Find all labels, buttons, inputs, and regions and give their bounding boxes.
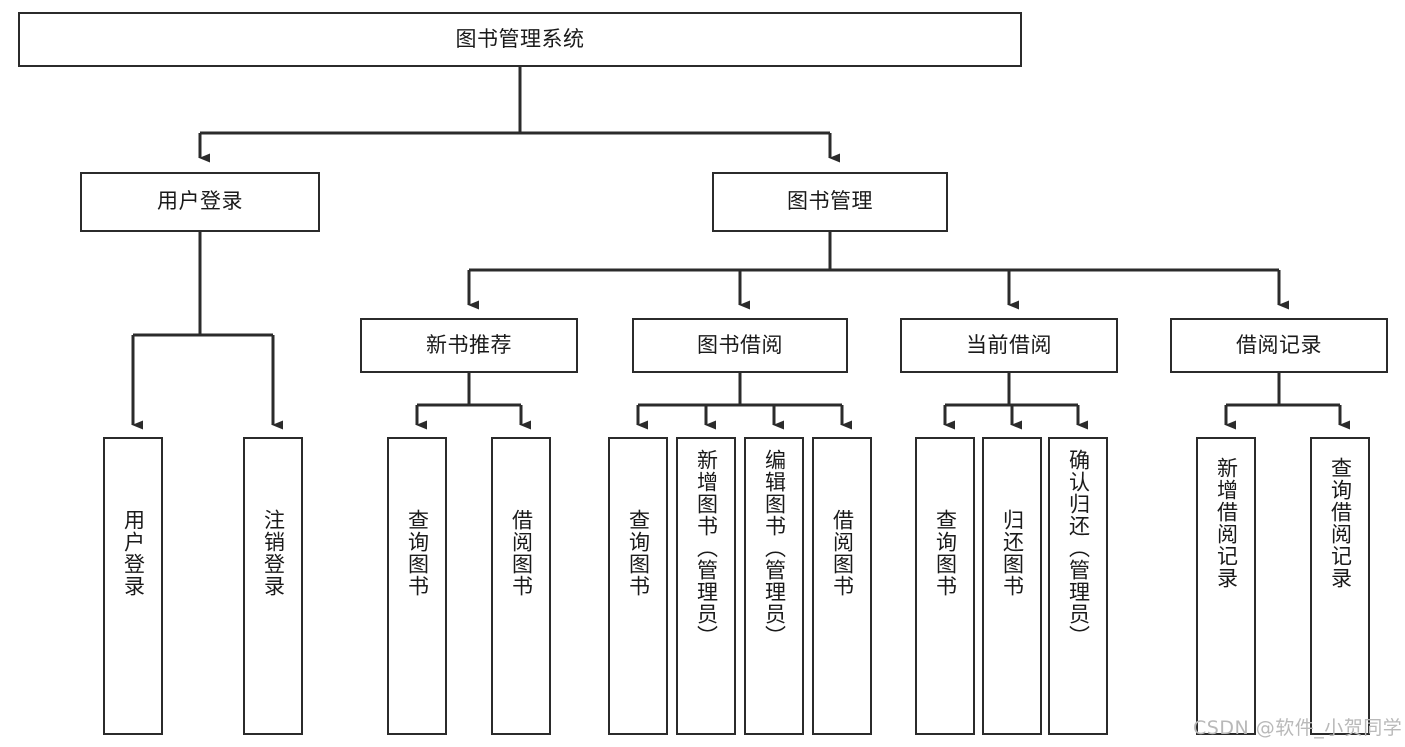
node-leaf-add-book-label: 新增图书（管理员） <box>694 449 719 647</box>
node-leaf-confirm-return[interactable]: 确认归还（管理员） <box>1048 437 1108 735</box>
node-leaf-query-book-3-label: 查询图书 <box>933 509 958 597</box>
node-leaf-query-borrow-record-label: 查询借阅记录 <box>1328 457 1353 589</box>
node-leaf-confirm-return-label: 确认归还（管理员） <box>1066 449 1091 647</box>
node-leaf-return-book[interactable]: 归还图书 <box>982 437 1042 735</box>
node-book-manage-label: 图书管理 <box>787 189 873 214</box>
node-leaf-borrow-book-1[interactable]: 借阅图书 <box>491 437 551 735</box>
node-leaf-query-book-1-label: 查询图书 <box>405 509 430 597</box>
node-leaf-borrow-book-1-label: 借阅图书 <box>509 509 534 597</box>
node-new-book-recommend[interactable]: 新书推荐 <box>360 318 578 373</box>
node-leaf-query-book-3[interactable]: 查询图书 <box>915 437 975 735</box>
node-leaf-user-login-label: 用户登录 <box>121 509 146 597</box>
node-book-borrow[interactable]: 图书借阅 <box>632 318 848 373</box>
node-leaf-edit-book[interactable]: 编辑图书（管理员） <box>744 437 804 735</box>
node-book-manage[interactable]: 图书管理 <box>712 172 948 232</box>
node-user-login[interactable]: 用户登录 <box>80 172 320 232</box>
node-user-login-label: 用户登录 <box>157 189 243 214</box>
node-leaf-add-book[interactable]: 新增图书（管理员） <box>676 437 736 735</box>
node-leaf-query-borrow-record[interactable]: 查询借阅记录 <box>1310 437 1370 735</box>
node-new-book-recommend-label: 新书推荐 <box>426 332 512 357</box>
node-leaf-query-book-2[interactable]: 查询图书 <box>608 437 668 735</box>
node-leaf-logout-login-label: 注销登录 <box>261 509 286 597</box>
node-root-label: 图书管理系统 <box>455 26 585 51</box>
node-leaf-add-borrow-record[interactable]: 新增借阅记录 <box>1196 437 1256 735</box>
node-borrow-record-label: 借阅记录 <box>1236 332 1322 357</box>
node-leaf-add-borrow-record-label: 新增借阅记录 <box>1214 457 1239 589</box>
node-book-borrow-label: 图书借阅 <box>697 332 783 357</box>
node-current-borrow-label: 当前借阅 <box>966 332 1052 357</box>
node-borrow-record[interactable]: 借阅记录 <box>1170 318 1388 373</box>
node-leaf-edit-book-label: 编辑图书（管理员） <box>762 449 787 647</box>
node-leaf-user-login[interactable]: 用户登录 <box>103 437 163 735</box>
node-root[interactable]: 图书管理系统 <box>18 12 1022 67</box>
node-leaf-query-book-1[interactable]: 查询图书 <box>387 437 447 735</box>
node-leaf-query-book-2-label: 查询图书 <box>626 509 651 597</box>
node-current-borrow[interactable]: 当前借阅 <box>900 318 1118 373</box>
node-leaf-logout-login[interactable]: 注销登录 <box>243 437 303 735</box>
node-leaf-borrow-book-2[interactable]: 借阅图书 <box>812 437 872 735</box>
node-leaf-borrow-book-2-label: 借阅图书 <box>830 509 855 597</box>
node-leaf-return-book-label: 归还图书 <box>1000 509 1025 597</box>
